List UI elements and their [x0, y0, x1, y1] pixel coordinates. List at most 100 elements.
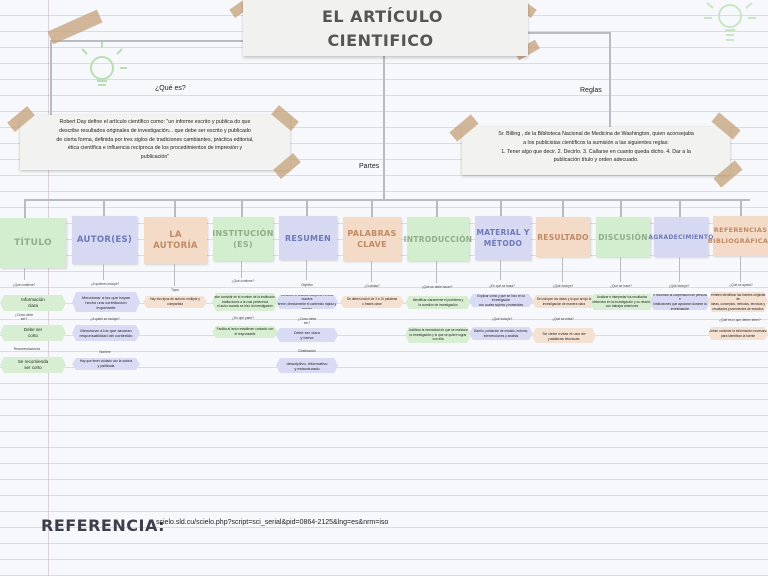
part-label: RESUMEN — [284, 233, 332, 243]
detail-line: resultados provenientes de estudios — [712, 306, 764, 311]
connector — [24, 268, 25, 280]
detail-line: ideas, conceptos, métodos, técnicas y — [711, 302, 765, 306]
detail-question: ¿A quién se incluye? — [90, 317, 120, 321]
detail-line: Mencionar a los que hayan — [81, 294, 131, 300]
detail-answer: Debe consistir en el nombre de la instit… — [212, 293, 278, 311]
detail-line: corto — [27, 333, 38, 338]
detail-answer: Diseño, población de estudio, entorno,in… — [469, 327, 533, 340]
detail-line: Información — [21, 297, 45, 302]
detail-question: Recomendaciones — [13, 347, 41, 351]
detail-line: Mencionar a los que asuman — [80, 328, 132, 333]
detail-answer: Se reconoce la cooperación de personas e… — [650, 294, 710, 310]
connector — [241, 200, 243, 217]
detail-question: ¿Cuántas? — [364, 284, 380, 288]
connector — [740, 256, 741, 282]
definition-line: publicación" — [140, 154, 170, 161]
detail-line: descriptivo, informativo — [286, 360, 328, 366]
connector — [528, 32, 610, 34]
detail-line: Debe ser claro — [293, 330, 320, 335]
part-label: DISCUSIÓN — [598, 232, 648, 242]
detail-question: ¿Qué incluye? — [552, 284, 574, 288]
connector — [500, 200, 502, 216]
detail-line: obtenidos en la investigación y su relac… — [592, 299, 652, 304]
part-institucion: INSTITUCIÓN (ES) — [212, 217, 274, 261]
detail-answer: Describe el artículo completo en una man… — [276, 295, 338, 309]
detail-line: con trabajos anteriores — [605, 304, 639, 309]
que-es-label: ¿Qué es? — [155, 85, 186, 92]
detail-question: ¿A quiénes incluye? — [90, 282, 120, 286]
detail-line: breve; directamente el contenido rápida … — [277, 302, 337, 311]
connector — [103, 264, 104, 280]
detail-question: ¿Qué incluye? — [491, 317, 513, 321]
detail-line: investigación de manera clara — [542, 301, 586, 306]
part-label: MATERIAL Y — [476, 228, 530, 237]
detail-line: Justificar la necesidad de que se realiz… — [408, 328, 468, 333]
part-label: AUTOR(ES) — [76, 234, 133, 245]
connector — [371, 200, 373, 217]
rules-line: publicación título y orden adecuado. — [553, 157, 639, 164]
definition-line: Robert Day define el artículo científico… — [59, 119, 251, 125]
detail-line: investigación — [670, 306, 690, 311]
detail-line: Diseño, población de estudio, entorno, — [473, 328, 529, 333]
detail-question: ¿Qué se ajusta? — [729, 283, 753, 287]
connector — [306, 200, 308, 216]
rules-line: a los publicistas científicos la sumisió… — [523, 139, 669, 146]
detail-question: Nombre — [99, 350, 111, 354]
detail-line: Facilita al lector establecer contacto c… — [216, 327, 274, 332]
part-resumen: RESUMEN — [279, 216, 337, 260]
detail-line: y justificada — [97, 364, 115, 368]
detail-line: con ella — [432, 337, 444, 342]
detail-line: clara — [28, 303, 38, 308]
detail-question: Clasificación — [298, 349, 316, 353]
reference-label: REFERENCIA: — [41, 516, 166, 535]
connector — [241, 261, 242, 278]
detail-line: el autor cuando se hizo la investigación — [217, 304, 273, 309]
part-label: INSTITUCIÓN — [212, 229, 274, 238]
connector — [609, 32, 611, 127]
detail-line: ser? — [303, 321, 311, 325]
part-label: LA — [169, 229, 182, 240]
detail-answer: Hay dos tipos de autoría: múltiple y com… — [143, 296, 207, 308]
part-label: INTRODUCCIÓN — [403, 234, 473, 244]
part-titulo: TÍTULO — [0, 218, 66, 268]
connector — [500, 260, 501, 280]
connector — [562, 257, 563, 282]
part-label: AGRADECIMIENTO — [648, 233, 714, 241]
detail-line: Hay que tener cuidado con la autoría — [79, 359, 133, 364]
detail-line: palabras técnicas — [548, 335, 580, 341]
definition-line: describe resultados originales de invest… — [59, 127, 251, 134]
title-card: EL ARTÍCULO CIENTIFICO — [243, 0, 528, 56]
rules-line: Sr. Billing , de la Biblioteca Nacional … — [498, 131, 694, 137]
detail-question: ¿Qué contiene? — [231, 279, 255, 283]
connector — [50, 40, 244, 42]
detail-line: para identificar la fuente — [720, 333, 756, 338]
detail-line: importante — [96, 304, 116, 310]
part-label: (ES) — [233, 240, 253, 249]
connector — [436, 261, 437, 283]
detail-line: responsabilidad del contenido — [79, 333, 133, 338]
connector — [383, 56, 385, 200]
connector — [174, 264, 175, 286]
connector — [620, 257, 621, 282]
rules-line: 1. Tener algo que decir. 2. Decirlo. 3. … — [501, 148, 691, 155]
detail-answer: Se deben incluir de 3 a 10 palabras o fr… — [340, 296, 404, 308]
detail-question: Objetivo — [301, 283, 313, 287]
title-line-2: CIENTIFICO — [327, 31, 434, 50]
detail-line: Se reconoce la cooperación de personas e — [651, 292, 709, 302]
reglas-label: Reglas — [580, 87, 602, 94]
reference-link[interactable]: scielo.sld.cu/scielo.php?script=sci_seri… — [156, 519, 389, 526]
detail-line: y estructurado — [294, 365, 320, 371]
detail-line: intervenciones y análisis — [483, 333, 519, 338]
detail-line: Se incluyen los datos y lo que arrojó la — [536, 296, 592, 301]
part-autores: AUTOR(ES) — [72, 216, 137, 264]
